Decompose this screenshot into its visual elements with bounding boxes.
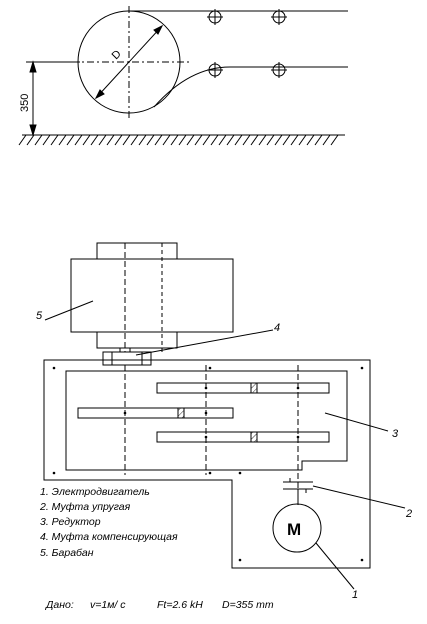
gear-lower — [156, 431, 330, 443]
ground-hatch-stroke — [98, 134, 107, 146]
ground-hatch-stroke — [290, 134, 299, 146]
ground-hatch-stroke — [66, 134, 75, 146]
reducer-housing-inner — [65, 370, 348, 471]
dimension-arrow-top — [29, 60, 37, 73]
ground-hatch-stroke — [90, 134, 99, 146]
ground-hatch-stroke — [58, 134, 67, 146]
pulley-icon — [207, 62, 223, 78]
given-diameter: D=355 mm — [222, 599, 274, 611]
diameter-arrow-top — [153, 24, 164, 35]
ground-hatch-stroke — [314, 134, 323, 146]
legend-item: 3. Редуктор — [40, 516, 101, 528]
given-data: Дано: v=1м/ с Ft=2.6 kH D=355 mm — [45, 599, 274, 611]
ground-hatch — [18, 134, 339, 146]
leader-line-2 — [312, 485, 406, 509]
ground-hatch-stroke — [82, 134, 91, 146]
pulley-icon — [271, 62, 287, 78]
drum-diameter-line — [95, 25, 163, 99]
rope-lower — [153, 66, 348, 108]
ground-hatch-stroke — [282, 134, 291, 146]
drum-shaft-bottom — [96, 331, 178, 349]
dimension-arrow-bottom — [29, 124, 37, 137]
ground-hatch-stroke — [330, 134, 339, 146]
ground-hatch-stroke — [154, 134, 163, 146]
legend-item: 5. Барабан — [40, 547, 94, 559]
ground-hatch-stroke — [122, 134, 131, 146]
gear-key — [250, 431, 258, 443]
diameter-arrow-bottom — [94, 89, 105, 100]
callout-4: 4 — [274, 322, 280, 334]
leader-line-4 — [135, 329, 274, 356]
ground-hatch-stroke — [42, 134, 51, 146]
housing-bolts — [52, 366, 364, 562]
legend-item: 4. Муфта компенсирующая — [40, 531, 178, 543]
callout-3: 3 — [392, 428, 399, 440]
gear-middle — [77, 407, 234, 419]
callout-1: 1 — [352, 589, 358, 601]
ground-hatch-stroke — [202, 134, 211, 146]
gear-key — [177, 407, 185, 419]
ground-hatch-stroke — [162, 134, 171, 146]
ground-hatch-stroke — [218, 134, 227, 146]
drum-scheme — [18, 6, 348, 146]
ground-hatch-stroke — [306, 134, 315, 146]
given-prefix: Дано: — [45, 599, 74, 611]
legend-item: 1. Электродвигатель — [40, 486, 150, 498]
gear-upper — [156, 382, 330, 394]
ground-hatch-stroke — [50, 134, 59, 146]
ground-hatch-stroke — [26, 134, 35, 146]
ground-hatch-stroke — [242, 134, 251, 146]
ground-hatch-stroke — [266, 134, 275, 146]
gear-key — [250, 382, 258, 394]
ground-hatch-stroke — [210, 134, 219, 146]
ground-hatch-stroke — [322, 134, 331, 146]
pulley-icon — [271, 9, 287, 25]
ground-hatch-stroke — [18, 134, 27, 146]
shaft-markers — [123, 386, 300, 439]
height-dimension-label: 350 — [19, 94, 31, 112]
ground-hatch-stroke — [258, 134, 267, 146]
ground-hatch-stroke — [74, 134, 83, 146]
ground-hatch-stroke — [130, 134, 139, 146]
ground-hatch-stroke — [226, 134, 235, 146]
ground-hatch-stroke — [274, 134, 283, 146]
drum-body — [70, 258, 234, 333]
ground-hatch-stroke — [186, 134, 195, 146]
drum-dimension-label: D — [110, 48, 124, 62]
ground-hatch-stroke — [170, 134, 179, 146]
given-velocity: v=1м/ с — [90, 599, 126, 611]
leader-line-3 — [324, 412, 389, 432]
drum-shaft-top — [96, 242, 178, 260]
given-force: Ft=2.6 kH — [157, 599, 203, 611]
callout-5: 5 — [36, 310, 43, 322]
motor-symbol: M — [287, 520, 301, 539]
ground-hatch-stroke — [194, 134, 203, 146]
compensating-coupling — [102, 351, 152, 366]
leader-line-1 — [315, 542, 355, 590]
ground-hatch-stroke — [114, 134, 123, 146]
leader-line-5 — [44, 300, 94, 321]
ground-hatch-stroke — [298, 134, 307, 146]
ground-hatch-stroke — [234, 134, 243, 146]
reducer-housing-outer — [43, 359, 371, 569]
pulley-icon — [207, 9, 223, 25]
ground-hatch-stroke — [178, 134, 187, 146]
ground-hatch-stroke — [106, 134, 115, 146]
drive-scheme — [43, 242, 406, 590]
ground-hatch-stroke — [146, 134, 155, 146]
legend: 1. Электродвигатель 2. Муфта упругая 3. … — [39, 486, 178, 559]
ground-hatch-stroke — [138, 134, 147, 146]
ground-hatch-stroke — [34, 134, 43, 146]
legend-item: 2. Муфта упругая — [39, 501, 131, 513]
callout-2: 2 — [405, 508, 412, 520]
motor-circle — [272, 503, 322, 553]
ground-hatch-stroke — [250, 134, 259, 146]
